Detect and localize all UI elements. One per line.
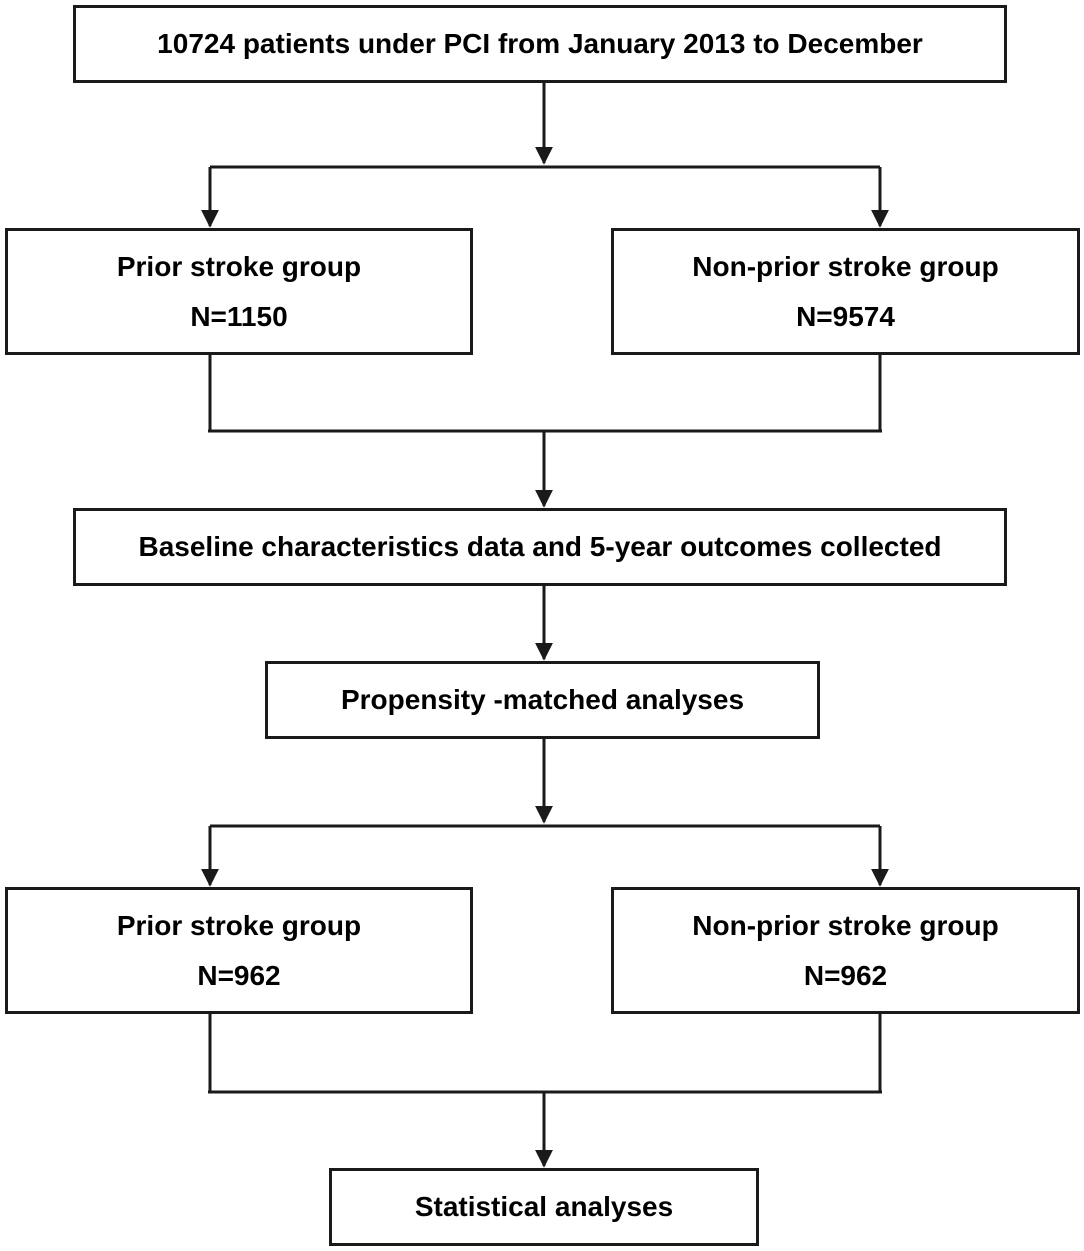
matched-non-prior-stroke-group-count: N=962 <box>803 959 888 991</box>
matched-prior-stroke-group-count: N=962 <box>197 959 281 991</box>
matched-non-prior-stroke-group-box: Non-prior stroke group N=962 <box>611 887 1080 1014</box>
prior-stroke-group-label: Prior stroke group <box>116 250 362 282</box>
matched-prior-stroke-group-label: Prior stroke group <box>116 909 362 941</box>
propensity-matched-box: Propensity -matched analyses <box>265 661 820 739</box>
non-prior-stroke-group-label: Non-prior stroke group <box>692 250 999 282</box>
statistical-analyses-label: Statistical analyses <box>414 1191 674 1222</box>
baseline-data-label: Baseline characteristics data and 5-year… <box>138 531 942 562</box>
matched-prior-stroke-group-box: Prior stroke group N=962 <box>5 887 473 1014</box>
prior-stroke-group-count: N=1150 <box>190 300 288 332</box>
patients-under-pci-label: 10724 patients under PCI from January 20… <box>157 28 923 59</box>
non-prior-stroke-group-box: Non-prior stroke group N=9574 <box>611 228 1080 355</box>
patients-under-pci-box: 10724 patients under PCI from January 20… <box>73 5 1007 83</box>
non-prior-stroke-group-count: N=9574 <box>796 300 895 332</box>
statistical-analyses-box: Statistical analyses <box>329 1168 759 1246</box>
matched-non-prior-stroke-group-label: Non-prior stroke group <box>692 909 999 941</box>
prior-stroke-group-box: Prior stroke group N=1150 <box>5 228 473 355</box>
propensity-matched-label: Propensity -matched analyses <box>340 684 745 715</box>
baseline-data-box: Baseline characteristics data and 5-year… <box>73 508 1007 586</box>
